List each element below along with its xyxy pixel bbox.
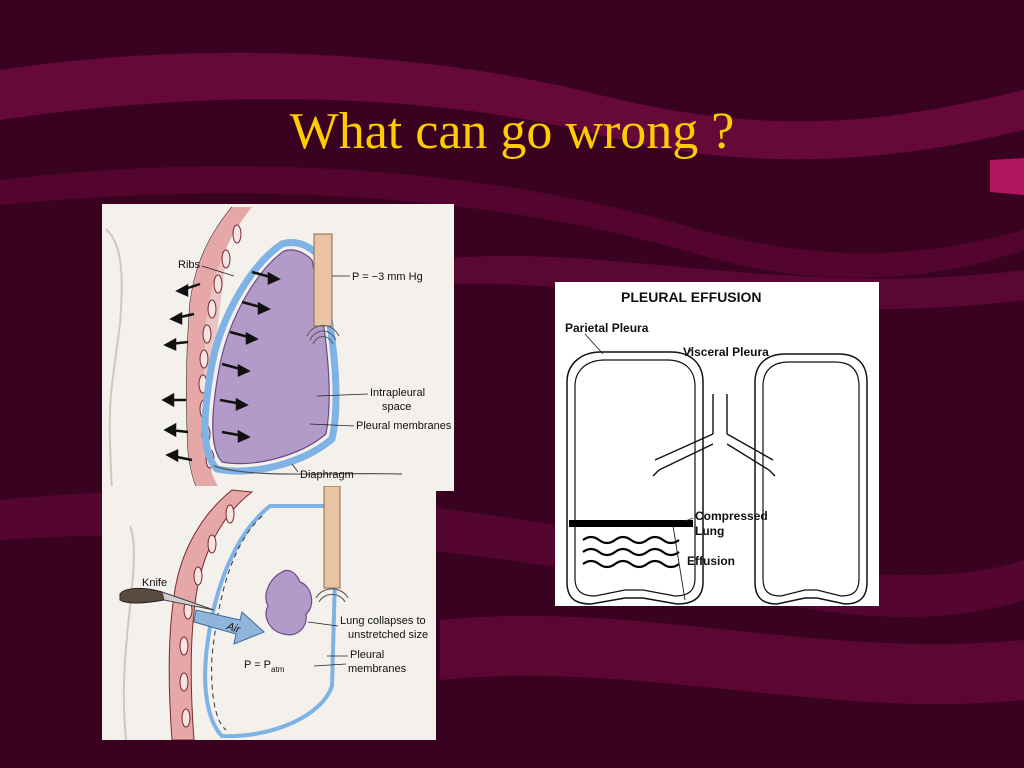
label-effusion: Effusion — [687, 554, 735, 568]
collapsed-lung-figure: Air Knife Lung collapses to unstretched … — [102, 486, 436, 740]
label-compressed: Compressed — [695, 509, 768, 523]
label-diaphragm: Diaphragm — [300, 469, 354, 481]
label-air: Air — [224, 620, 243, 636]
label-visceral-pleura: Visceral Pleura — [683, 345, 769, 359]
label-pleural: Pleural — [350, 649, 384, 661]
label-lung: Lung — [695, 524, 724, 538]
label-parietal-pleura: Parietal Pleura — [565, 321, 649, 335]
pleural-effusion-figure: PLEURAL EFFUSION Parietal Pleura Viscera… — [555, 282, 879, 606]
lung-shape — [212, 249, 330, 465]
label-lung-collapses: Lung collapses to — [340, 615, 426, 627]
force-arrows — [161, 270, 281, 463]
trachea — [313, 233, 333, 327]
label-pressure: P = −3 mm Hg — [352, 271, 423, 283]
right-lung-outline — [754, 353, 868, 605]
left-lung-outline — [566, 351, 704, 605]
label-intrapleural-space: space — [382, 401, 411, 413]
label-pressure-atm: P = Patm — [244, 659, 285, 674]
slide-title: What can go wrong ? — [289, 103, 735, 160]
pleural-effusion-title: PLEURAL EFFUSION — [621, 289, 762, 305]
effusion-waves — [582, 535, 680, 569]
air-arrow: Air — [193, 609, 265, 645]
label-membranes: membranes — [348, 663, 407, 675]
bronchi — [652, 394, 776, 477]
normal-lung-figure: Ribs P = −3 mm Hg Intrapleural space Ple… — [102, 204, 454, 491]
compressed-lung-bar — [569, 520, 693, 527]
label-pleural-membranes: Pleural membranes — [356, 420, 452, 432]
knife-icon — [119, 587, 215, 611]
label-ribs: Ribs — [178, 259, 201, 271]
collapsed-lung — [265, 569, 313, 636]
label-knife: Knife — [142, 577, 167, 589]
label-unstretched-size: unstretched size — [348, 629, 428, 641]
label-intrapleural: Intrapleural — [370, 387, 425, 399]
